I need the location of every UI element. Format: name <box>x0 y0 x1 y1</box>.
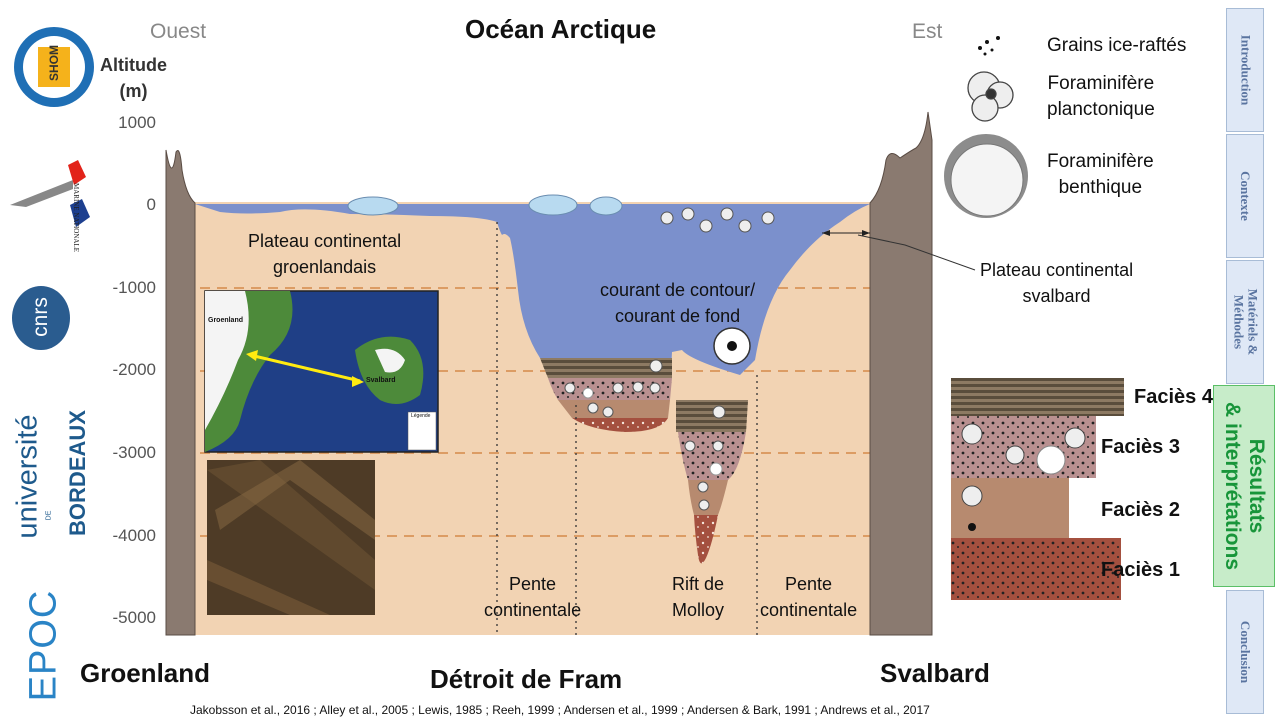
facies-2-label: Faciès 2 <box>1101 499 1180 521</box>
altitude-axis-title: Altitude (m) <box>100 55 167 101</box>
map-svalbard-label: Svalbard <box>366 377 396 384</box>
nav-tab-conclusion[interactable]: Conclusion <box>1226 590 1264 714</box>
label-pente-left: Pente continentale <box>484 574 582 620</box>
ice-grains-icon <box>978 36 1000 56</box>
facies-4-label: Faciès 4 <box>1134 386 1213 408</box>
basin-facies-1-dots <box>572 418 668 432</box>
west-label: Ouest <box>150 20 207 43</box>
label-plateau-groenland: Plateau continental groenlandais <box>248 231 402 277</box>
east-label: Est <box>912 20 943 43</box>
tick-minus-2000: -2000 <box>112 360 156 379</box>
cnrs-logo: cnrs <box>10 285 72 351</box>
ice-floe <box>528 194 578 216</box>
inset-map <box>204 290 439 453</box>
shom-logo: SHOM <box>12 25 96 109</box>
benthic-foram-in-basin <box>582 387 594 399</box>
rift-facies-4-stripes <box>676 400 748 432</box>
tick-minus-3000: -3000 <box>112 443 156 462</box>
tick-1000: 1000 <box>118 113 156 132</box>
nav-tab-introduction[interactable]: Introduction <box>1226 8 1264 132</box>
facies-1-label: Faciès 1 <box>1101 559 1180 581</box>
facies-3-label: Faciès 3 <box>1101 436 1180 458</box>
benthic-foram-in-rift <box>709 462 723 476</box>
tick-minus-4000: -4000 <box>112 526 156 545</box>
legend-benthic-label: Foraminifère benthique <box>1047 151 1154 198</box>
tick-minus-5000: -5000 <box>112 608 156 627</box>
label-pente-right: Pente continentale <box>760 574 858 620</box>
map-greenland-label: Groenland <box>208 317 244 324</box>
ice-floe <box>347 196 399 216</box>
nav-tab-resultats[interactable]: Résultats & interprétations <box>1213 385 1275 587</box>
diagram-title: Océan Arctique <box>465 14 657 44</box>
ice-floe <box>589 196 623 216</box>
tick-0: 0 <box>146 195 156 214</box>
svalbard-rock <box>869 111 933 636</box>
tick-minus-1000: -1000 <box>112 278 156 297</box>
marine-nationale-logo: MARINE NATIONALE <box>8 155 118 252</box>
legend-grains-label: Grains ice-raftés <box>1047 35 1187 56</box>
sediment-core-photo <box>207 460 375 615</box>
legend-plancto-label: Foraminifère planctonique <box>1047 73 1155 120</box>
place-groenland: Groenland <box>80 658 211 688</box>
label-courant: courant de contour/ courant de fond <box>600 280 756 326</box>
label-plateau-svalbard: Plateau continental svalbard <box>980 260 1134 306</box>
place-fram: Détroit de Fram <box>430 664 623 694</box>
label-rift-molloy: Rift de Molloy <box>672 574 725 620</box>
nav-tab-contexte[interactable]: Contexte <box>1226 134 1264 258</box>
references: Jakobsson et al., 2016 ; Alley et al., 2… <box>190 703 930 717</box>
basin-facies-4-stripes <box>540 358 672 378</box>
facies-column <box>951 378 1124 600</box>
benthic-foram-icon <box>944 134 1028 218</box>
ocean-water <box>195 204 870 405</box>
place-svalbard: Svalbard <box>880 658 990 688</box>
greenland-rock <box>165 149 196 636</box>
rift-facies-1-dots <box>694 515 718 564</box>
nav-tab-materiels-methodes[interactable]: Matériels & Méthodes <box>1226 260 1264 384</box>
map-legend-label: Légende <box>411 413 431 419</box>
basin-facies-2 <box>558 400 670 418</box>
planktonic-foram-icon <box>967 71 1014 122</box>
plateau-svalbard-callout-line <box>857 234 976 271</box>
